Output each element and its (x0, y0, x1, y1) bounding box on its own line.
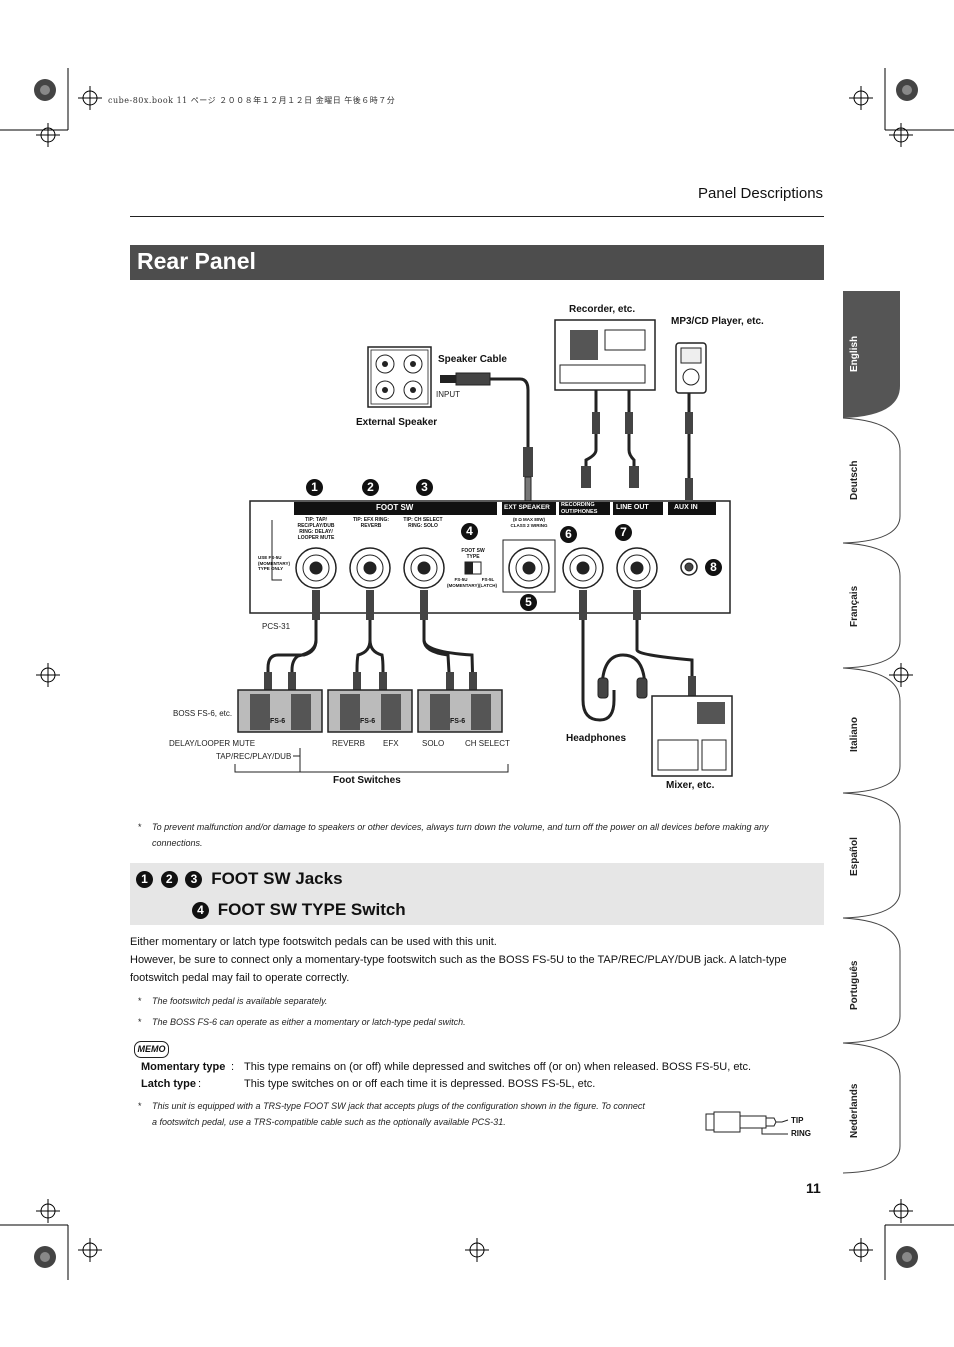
tip-tap-label: TIP: TAP/ REC/PLAY/DUB RING: DELAY/ LOOP… (297, 517, 335, 541)
rear-panel-title: Rear Panel (137, 248, 256, 274)
amp-panel (249, 500, 731, 614)
headphones-icon (597, 653, 648, 699)
speaker-cable-label: Speaker Cable (438, 354, 507, 365)
mixer-icon (651, 695, 733, 777)
external-speaker-label: External Speaker (356, 417, 438, 428)
ch-select-label: CH SELECT (465, 739, 510, 748)
foot-sw-header: 1 2 3 FOOT SW Jacks 4 FOOT SW TYPE Switc… (130, 863, 824, 925)
trs-plug-icon (705, 1111, 789, 1135)
section-title: Panel Descriptions (698, 185, 824, 202)
marker-4: 4 (461, 523, 478, 540)
foot-switches-label: Foot Switches (333, 775, 401, 786)
foot-sw-type-heading: 4 FOOT SW TYPE Switch (192, 900, 406, 920)
pcs31-label: PCS-31 (262, 622, 291, 631)
speaker-cable-icon (440, 372, 533, 506)
latch-text: This type switches on or off each time i… (244, 1078, 596, 1090)
marker-7: 7 (615, 524, 632, 541)
foot-sw-body: Either momentary or latch type footswitc… (130, 936, 787, 984)
marker-8: 8 (705, 559, 722, 576)
fs6-label-3: FS-6 (450, 718, 466, 725)
fs5u-label: FS-5U (MOMENTARY) (447, 577, 479, 588)
momentary-text: This type remains on (or off) while depr… (244, 1061, 752, 1073)
boss-fs6-label: BOSS FS-6, etc. (173, 709, 233, 718)
rear-panel-banner: Rear Panel (130, 245, 824, 280)
note1-star: * (138, 996, 142, 1006)
recorder-icon (554, 319, 656, 391)
print-info: cube-80x.book 11 ページ ２００８年１２月１２日 金曜日 午後６… (108, 96, 396, 105)
mp3-player-icon (675, 342, 707, 394)
recorder-label: Recorder, etc. (569, 304, 636, 315)
solo-label: SOLO (422, 739, 445, 748)
use-fs5u-label: USE FS-5U (MOMENTARY) TYPE ONLY (258, 555, 290, 571)
tap-rec-label: TAP/REC/PLAY/DUB (216, 752, 292, 761)
mixer-label: Mixer, etc. (666, 780, 715, 791)
recording-out-panel-label: RECORDING OUT/PHONES (561, 502, 598, 515)
marker-2: 2 (362, 479, 379, 496)
foot-sw-type-label: FOOT SW TYPE (461, 548, 485, 560)
latch-label: Latch type (141, 1078, 197, 1090)
marker-3: 3 (416, 479, 433, 496)
note2-text: The BOSS FS-6 can operate as either a mo… (152, 1017, 466, 1027)
reverb-label: REVERB (332, 739, 365, 748)
momentary-label: Momentary type (141, 1061, 226, 1073)
caution-text: To prevent malfunction and/or damage to … (152, 822, 769, 848)
headphones-label: Headphones (566, 733, 627, 744)
aux-in-panel-label: AUX IN (674, 504, 698, 511)
language-tabs-shape (842, 291, 901, 1174)
mp3-player-label: MP3/CD Player, etc. (671, 316, 764, 327)
tip-efx-label: TIP: EFX RING: REVERB (352, 517, 390, 529)
tip-ch-label: TIP: CH SELECT RING: SOLO (403, 517, 443, 529)
fs6-pedals-icon (237, 689, 503, 733)
ext-spec-label: (8 Ω MAX 80W) CLASS 2 WIRING (510, 517, 548, 528)
input-label: INPUT (436, 390, 460, 399)
line-out-panel-label: LINE OUT (616, 504, 649, 511)
external-speaker-icon (367, 346, 432, 408)
note3-star: * (138, 1101, 142, 1111)
caution-star: * (138, 822, 142, 832)
marker-5: 5 (520, 594, 537, 611)
delay-looper-label: DELAY/LOOPER MUTE (169, 739, 256, 748)
foot-sw-jacks-heading: 1 2 3 FOOT SW Jacks (136, 869, 343, 889)
note2-star: * (138, 1017, 142, 1027)
tip-label: TIP (791, 1116, 804, 1125)
header-rule (130, 216, 824, 217)
marker-1: 1 (306, 479, 323, 496)
note3-text: This unit is equipped with a TRS-type FO… (152, 1101, 645, 1127)
momentary-colon: : (231, 1061, 235, 1073)
fs6-label-2: FS-6 (360, 718, 376, 725)
marker-6: 6 (560, 526, 577, 543)
efx-label: EFX (383, 739, 399, 748)
page-number: 11 (806, 1180, 821, 1196)
memo-icon: MEMO (134, 1041, 169, 1058)
fs5l-label: FS-5L (LATCH) (479, 577, 497, 588)
ring-label: RING (791, 1129, 811, 1138)
foot-sw-panel-label: FOOT SW (376, 503, 414, 512)
ext-speaker-panel-label: EXT SPEAKER (504, 504, 550, 511)
fs6-label-1: FS-6 (270, 718, 286, 725)
note1-text: The footswitch pedal is available separa… (152, 996, 328, 1006)
latch-colon: : (198, 1078, 202, 1090)
